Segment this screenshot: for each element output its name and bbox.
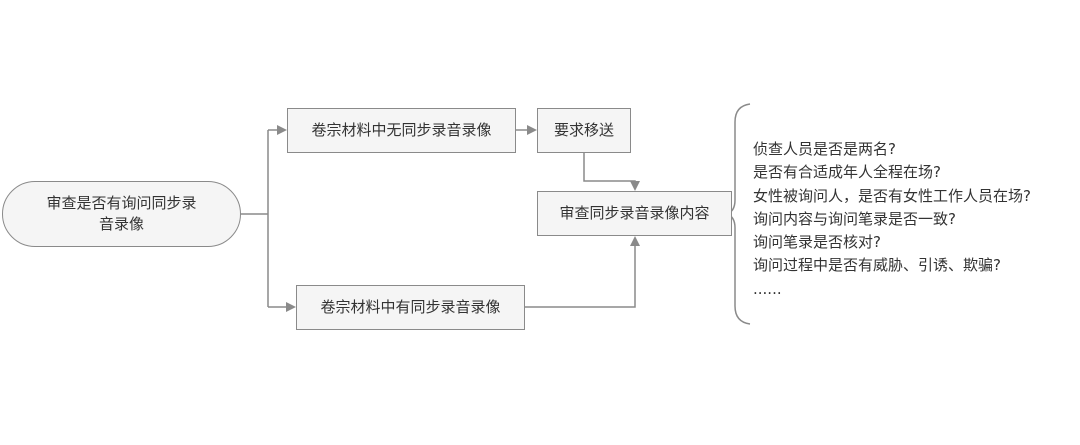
arrow-head-has-sync [286,302,296,312]
review-question: 是否有合适成年人全程在场? [753,163,941,182]
node-has-sync-recording-label: 卷宗材料中有同步录音录像 [320,298,501,316]
arrow-head-review-bottom [630,236,640,246]
node-review-sync-recording: 审查是否有询问同步录音录像 [2,181,241,247]
node-has-sync-recording: 卷宗材料中有同步录音录像 [296,285,525,330]
review-question: 侦查人员是否是两名? [753,140,896,158]
review-question: 女性被询问人，是否有女性工作人员在场? [753,186,1031,205]
node-review-sync-recording-label: 审查是否有询问同步录音录像 [46,194,197,233]
review-question: 询问笔录是否核对? [753,233,881,252]
node-review-recording-content: 审查同步录音录像内容 [537,191,732,236]
connector-has-sync-to-review [525,246,636,308]
node-request-transfer: 要求移送 [537,108,631,153]
review-question: 询问内容与询问笔录是否一致? [753,209,956,228]
review-question: 询问过程中是否有威胁、引诱、欺骗? [753,256,1001,275]
node-no-sync-recording: 卷宗材料中无同步录音录像 [287,108,516,153]
arrow-head-no-sync [277,125,287,135]
node-request-transfer-label: 要求移送 [553,121,614,139]
review-question-ellipsis: ...... [753,279,782,298]
connector-request-to-review [583,153,636,182]
node-review-recording-content-label: 审查同步录音录像内容 [559,204,710,222]
review-questions-list: 侦查人员是否是两名? 是否有合适成年人全程在场? 女性被询问人，是否有女性工作人… [753,138,1073,301]
arrow-head-review-top [630,181,640,191]
arrow-head-request [527,125,537,135]
node-no-sync-recording-label: 卷宗材料中无同步录音录像 [311,121,492,139]
